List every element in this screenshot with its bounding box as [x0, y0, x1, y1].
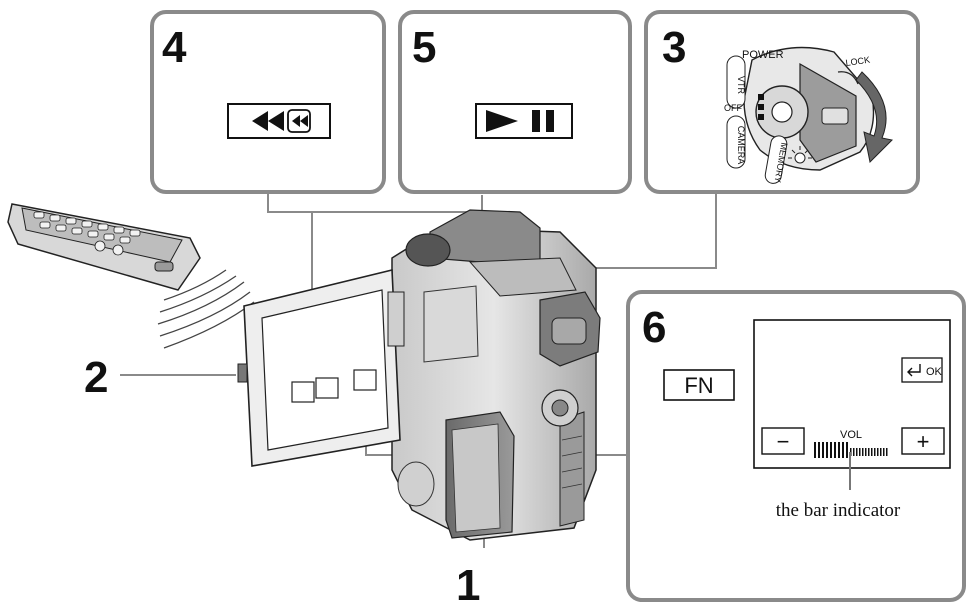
step-number-2: 2 [84, 353, 108, 402]
fn-label: FN [684, 373, 713, 398]
minus-button-frame [761, 427, 805, 455]
step-number-1: 1 [456, 561, 480, 609]
minus-label: − [777, 429, 790, 454]
ok-label: OK [926, 366, 943, 378]
vol-label: VOL [840, 429, 862, 441]
volume-bar [814, 442, 888, 458]
vtr-label: VTR [736, 76, 746, 95]
remote-control [7, 203, 201, 291]
fn-button-frame [663, 369, 735, 401]
lamp-icon [788, 146, 812, 164]
bar-indicator-caption: the bar indicator [776, 500, 901, 521]
panel-5 [398, 10, 632, 194]
camera-label: CAMERA [736, 126, 746, 165]
panel-4 [150, 10, 386, 194]
rewind-icon [252, 109, 311, 133]
step-number-5: 5 [412, 23, 436, 72]
panel-6 [626, 290, 966, 602]
lock-label: LOCK [845, 55, 871, 68]
off-label: OFF [724, 103, 742, 113]
step-number-3: 3 [662, 23, 686, 72]
plus-label: + [917, 429, 930, 454]
step-number-4: 4 [162, 23, 187, 72]
plus-button-frame [901, 427, 945, 455]
rotate-arrow-icon [855, 71, 894, 164]
camcorder [391, 209, 601, 541]
play-pause-icon [486, 110, 554, 132]
panel-3 [644, 10, 920, 194]
power-label: POWER [742, 49, 784, 61]
ok-button-frame [901, 357, 943, 383]
return-arrow-icon [907, 364, 921, 377]
step-number-6: 6 [642, 303, 666, 352]
lcd-panel [237, 268, 405, 467]
